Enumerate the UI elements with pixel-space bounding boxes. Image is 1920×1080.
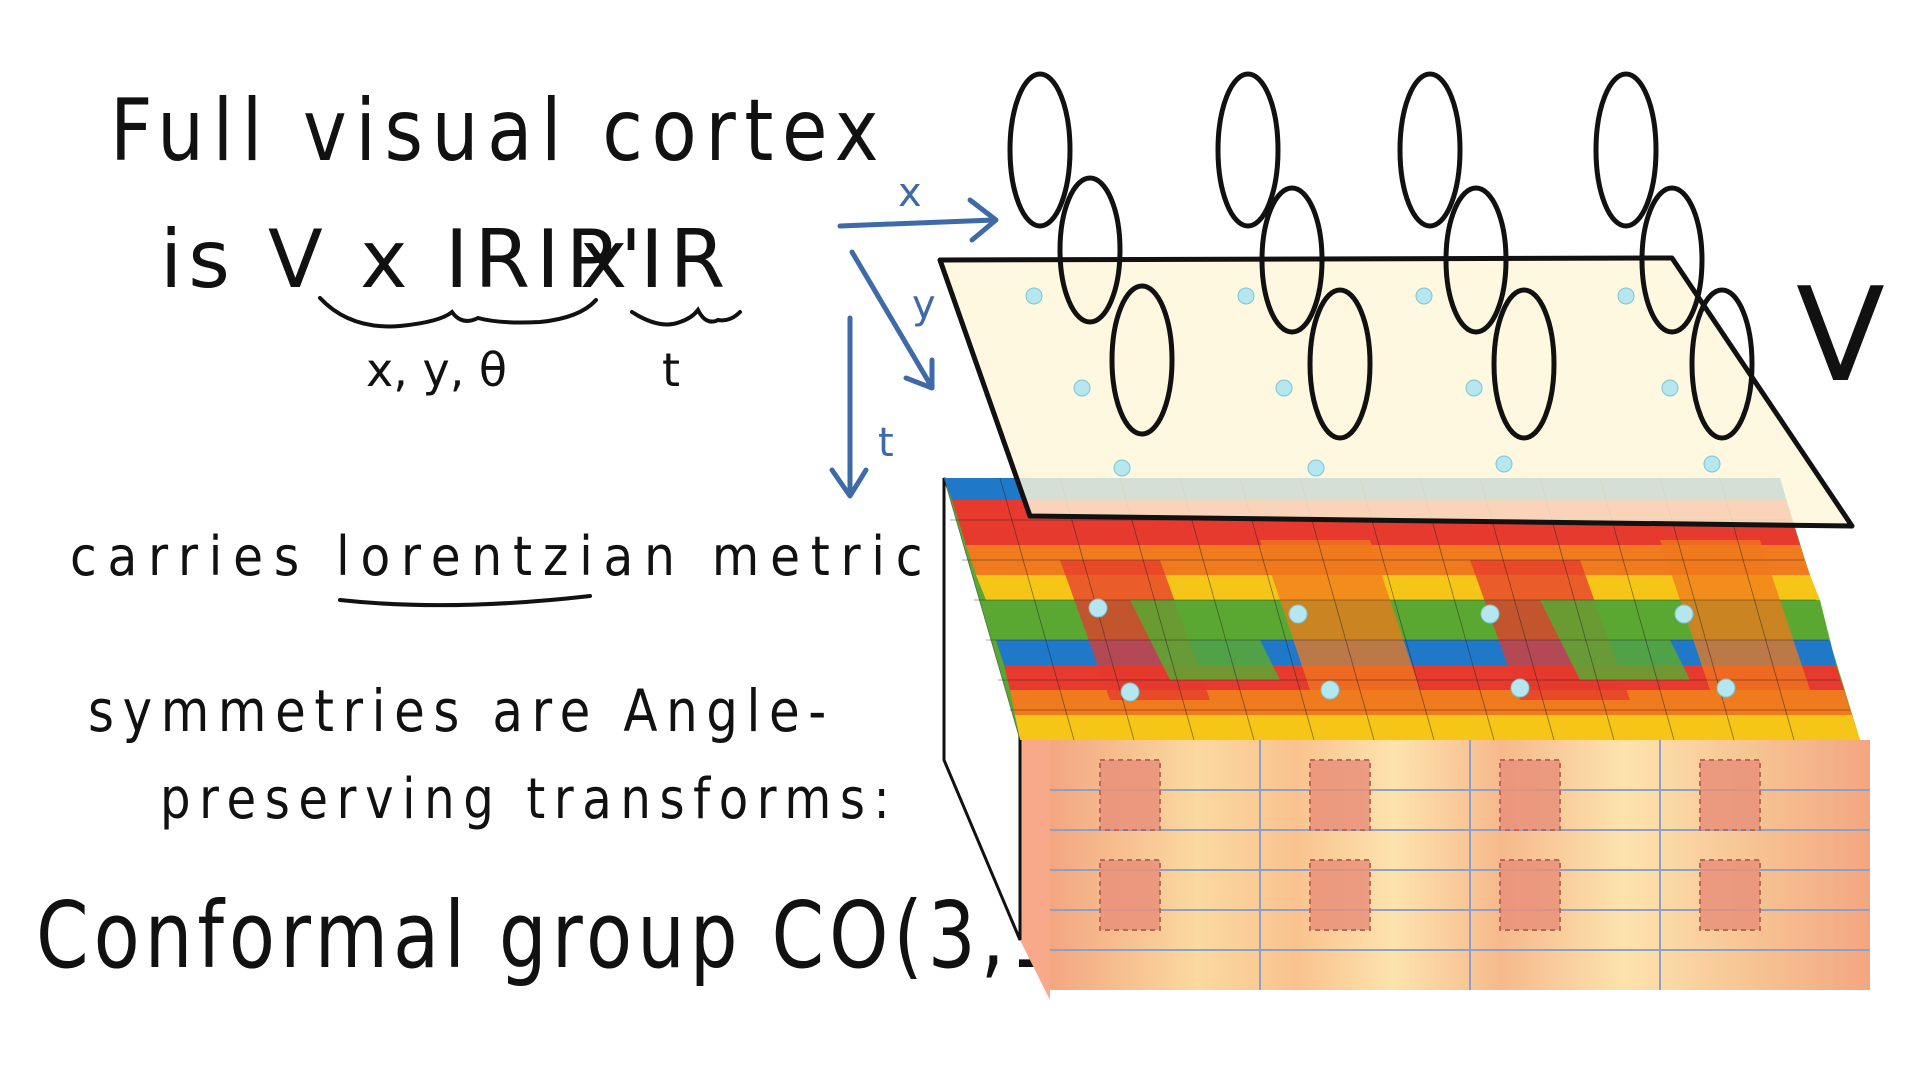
ring-stacks bbox=[1007, 71, 1755, 441]
plane-v-label: V bbox=[1796, 259, 1885, 411]
map-band-yellow bbox=[976, 575, 1820, 600]
singularity-dot bbox=[1674, 604, 1694, 624]
metric-text: carries lorentzian metric bbox=[70, 525, 934, 588]
ring bbox=[1689, 287, 1755, 441]
symmetries-line-1: symmetries are Angle- bbox=[88, 677, 835, 745]
singularity-dot bbox=[1510, 678, 1530, 698]
grid-line bbox=[1239, 477, 1315, 741]
symmetries-line-2: preserving transforms: bbox=[160, 767, 899, 832]
formula-sub-time: t bbox=[662, 343, 680, 397]
formula-is: is bbox=[160, 213, 236, 306]
ring bbox=[1215, 71, 1281, 229]
plane-dot bbox=[1113, 459, 1131, 477]
column-cube bbox=[1499, 759, 1561, 831]
column-cube bbox=[1099, 759, 1161, 831]
plane-dot bbox=[1307, 459, 1325, 477]
formula-main: V x IRIP' bbox=[268, 213, 648, 306]
axis-x-line bbox=[837, 217, 997, 229]
ring bbox=[1639, 185, 1705, 335]
ring bbox=[1491, 287, 1557, 441]
grid-line bbox=[1119, 477, 1195, 741]
plane-dot bbox=[1025, 287, 1043, 305]
singularity-dot bbox=[1088, 598, 1108, 618]
plane-dot bbox=[1495, 455, 1513, 473]
plane-dot bbox=[1073, 379, 1091, 397]
plane-dot bbox=[1237, 287, 1255, 305]
ring bbox=[1007, 71, 1073, 229]
ring bbox=[1397, 71, 1463, 229]
grid-line bbox=[999, 477, 1075, 741]
singularity-dot bbox=[1288, 604, 1308, 624]
ring bbox=[1057, 175, 1123, 325]
axis-x-label: x bbox=[898, 170, 922, 216]
axis-y-arrowhead bbox=[903, 357, 935, 391]
axes bbox=[829, 197, 999, 499]
column-cube bbox=[1099, 859, 1161, 931]
map-band-orange-2 bbox=[1010, 690, 1852, 715]
formula-times: x bbox=[580, 213, 634, 306]
column-cube bbox=[1309, 859, 1371, 931]
formula: is V x IRIP' x IR bbox=[160, 220, 800, 370]
time-underbrace bbox=[630, 306, 742, 327]
map-patch bbox=[1660, 540, 1810, 690]
grid-line bbox=[943, 477, 1021, 741]
plane-dots bbox=[1025, 287, 1721, 477]
ring bbox=[1443, 185, 1509, 335]
map-band-yellow-2 bbox=[1015, 715, 1860, 740]
plane-dot bbox=[1661, 379, 1679, 397]
column-cube bbox=[1699, 859, 1761, 931]
title-text: Full visual cortex bbox=[110, 81, 888, 181]
singularity-dot bbox=[1120, 682, 1140, 702]
map-patch bbox=[1260, 540, 1420, 690]
formula-sub-space: x, y, θ bbox=[366, 343, 507, 397]
plane-dot bbox=[1275, 379, 1293, 397]
axis-t-label: t bbox=[878, 420, 894, 466]
lorentzian-underline bbox=[338, 594, 592, 608]
axis-y-label: y bbox=[912, 282, 936, 328]
formula-underbraces bbox=[318, 296, 742, 329]
ring bbox=[1109, 283, 1175, 437]
column-cubes bbox=[1099, 759, 1761, 931]
layer-lines bbox=[1050, 740, 1870, 990]
map-dots bbox=[1088, 598, 1736, 702]
singularity-dot bbox=[1716, 678, 1736, 698]
space-underbrace bbox=[318, 296, 598, 329]
plane-dot bbox=[1617, 287, 1635, 305]
ring bbox=[1593, 71, 1659, 229]
axis-x-arrowhead bbox=[967, 197, 999, 243]
singularity-dot bbox=[1480, 604, 1500, 624]
axis-y-line bbox=[849, 249, 933, 387]
axis-t-arrowhead bbox=[829, 467, 869, 499]
grid-line bbox=[1179, 477, 1255, 741]
column-cube bbox=[1699, 759, 1761, 831]
plane-dot bbox=[1465, 379, 1483, 397]
plane-dot bbox=[1415, 287, 1433, 305]
ring bbox=[1307, 287, 1373, 441]
column-cube bbox=[1309, 759, 1371, 831]
column-cube bbox=[1499, 859, 1561, 931]
ring bbox=[1259, 185, 1325, 335]
plane-dot bbox=[1703, 455, 1721, 473]
conformal-group-text: Conformal group CO(3,1) bbox=[36, 882, 1097, 989]
formula-r: IR bbox=[640, 213, 732, 306]
singularity-dot bbox=[1320, 680, 1340, 700]
